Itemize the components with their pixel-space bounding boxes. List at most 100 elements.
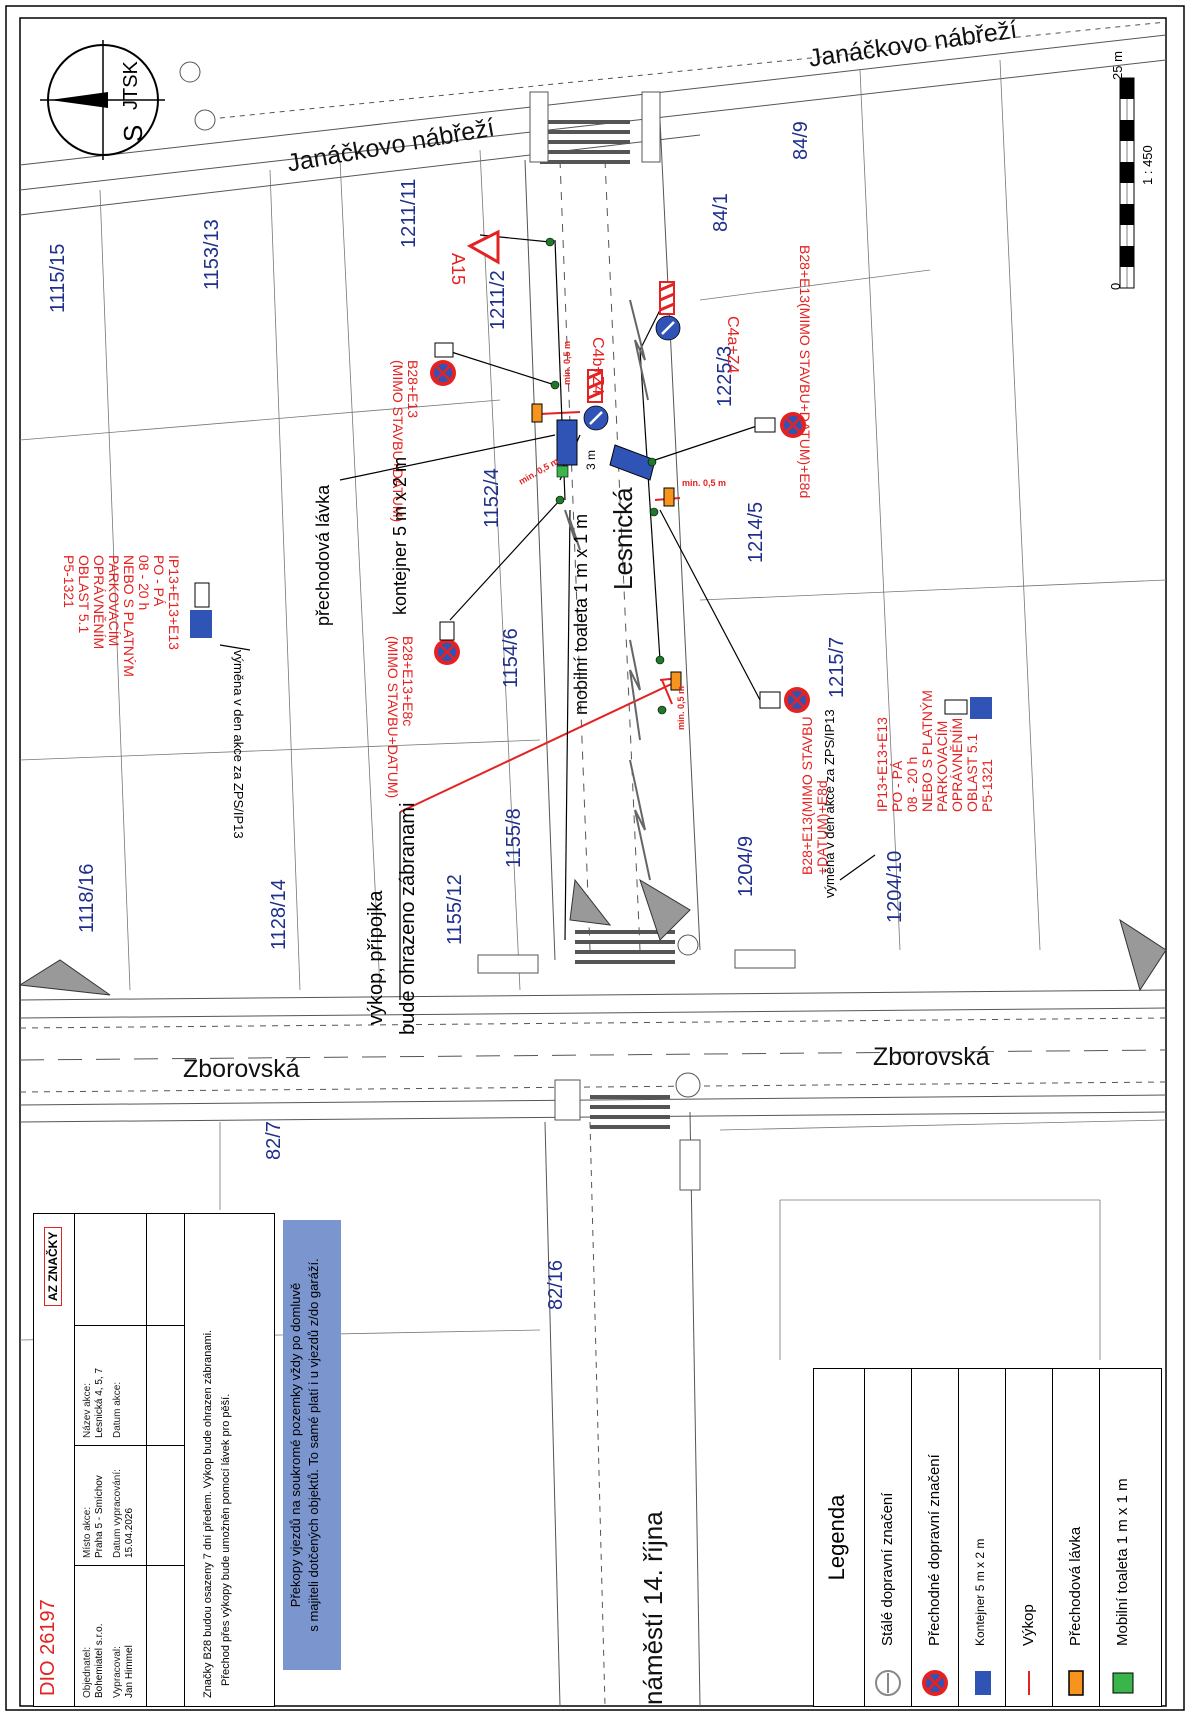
parcel-label: 1204/10 [884,850,906,923]
note-line-2: Přechod přes výkopy bude umožněn pomocí … [220,1393,232,1686]
vymena-right-label: výměna v den akce za ZPS/IP13 [822,709,837,898]
sign-posts [545,237,667,715]
temporary-sign-icon [922,1670,948,1696]
temporary-sign-b28-top [430,360,456,386]
hatched-islands [18,878,1167,996]
legend-item: Přechodné dopravní značení [911,1369,959,1706]
direction-sign-c4a [655,315,681,341]
az-znacky-logo: AZ ZNAČKY [44,1226,62,1306]
legend-item: Kontejner 5 m x 2 m [958,1369,1006,1706]
vypracoval-heading: Vypracoval: [112,1646,123,1698]
footbridges [531,403,682,691]
footbridge-icon [1068,1670,1084,1696]
min-dist-label: min. 0,5 m [682,478,727,488]
scale-top-label: 25 m [1110,51,1125,80]
temporary-sign-b28-mid [434,639,460,665]
scale-ratio: 1 : 450 [1140,145,1155,185]
temporary-sign-b28-bottom [784,687,810,713]
ip13-right-label: IP13+E13+E13 PO - PÁ 08 - 20 h NEBO S PL… [874,690,995,812]
compass-system: JTSK [120,61,142,110]
parcel-label: 1204/9 [735,835,757,897]
sign-plates [434,342,781,709]
mobile-toilet-icon [1112,1672,1134,1694]
excavation-icon [1028,1671,1030,1695]
parcel-label: 1155/12 [444,874,466,945]
nazev-value: Lesnická 4, 5, 7 [94,1367,105,1438]
container-5x2 [556,419,656,481]
c4b-z4-label: C4b+Z4 [589,337,606,395]
legend-item: Výkop [1005,1369,1053,1706]
parcel-label: 82/7 [263,1121,285,1160]
namesti-street [544,1111,701,1707]
parcel-label: 1118/16 [76,863,98,933]
ip13-left-label: IP13+E13+E13 PO - PÁ 08 - 20 h NEBO S PL… [61,555,182,677]
parcel-label: 1214/5 [745,501,767,563]
leader-lines [219,234,876,1000]
legend-item: Přechodová lávka [1052,1369,1100,1706]
lesnicka-street [524,119,701,961]
mobile-toilet [556,465,569,478]
z4-barriers [587,281,675,403]
compass-rose [40,40,165,160]
parcel-label: 1128/14 [268,879,290,950]
parcel-label: 1211/2 [487,270,509,330]
street-namesti: náměstí 14. října [638,1511,668,1705]
legend-item: Stálé dopravní značení [864,1369,912,1706]
parcel-label: 1215/7 [826,636,848,698]
min-dist-label: min. 0,5 m [676,685,686,730]
scale-bottom-label: 0 [1108,282,1123,290]
vykop-label-1: výkop, přípojka [365,890,387,1025]
street-zborovska-1: Zborovská [183,1055,300,1083]
c4a-z4-label: C4a+Z4 [724,316,741,374]
dio-title: DIO 26197 [37,1599,59,1696]
nazev-heading: Název akce: [82,1382,93,1438]
note-line-1: Značky B28 budou osazeny 7 dní předem. V… [202,1329,214,1698]
parcel-label: 84/1 [710,193,732,232]
blue-note-line-2: s majiteli dotčených objektů. To samé pl… [306,1258,321,1632]
datum-vyp-value: 15.04.2026 [124,1507,135,1558]
compass-letter: S [118,124,148,142]
permission-note-box: Překopy vjezdů na soukromé pozemky vždy … [283,1220,341,1670]
parcel-label: 82/16 [545,1259,567,1310]
legend-item: Mobilní toaleta 1 m x 1 m [1099,1369,1147,1706]
vykop-label-2: bude ohrazeno zábranami [397,802,419,1035]
vymena-left-label: výměna v den akce za ZPS/IP13 [231,650,246,839]
legend-title: Legenda [824,1494,849,1581]
permanent-signs [179,61,796,1191]
janackovo-street [19,21,1167,216]
mobilni-toaleta-label: mobilní toaleta 1 m x 1 m [571,513,591,715]
parking-sign-left [190,582,212,638]
parcel-label: 1153/13 [201,219,223,290]
parcel-label: 84/9 [790,121,812,160]
scale-bar [1119,77,1135,289]
a15-sign [466,229,500,265]
min-dist-label: min. 0,5 m [562,340,572,385]
three-m-label: 3 m [584,449,598,470]
blue-note-line-1: Překopy vjezdů na soukromé pozemky vždy … [288,1282,303,1608]
direction-sign-c4b [583,405,609,431]
crosswalks [540,120,675,1129]
container-icon [975,1671,991,1695]
vypracoval-value: Jan Himmel [124,1645,135,1698]
b28-top-label: B28+E13(MIMO STAVBU+DATUM)+E8d [797,245,813,499]
parcel-label: 1154/6 [500,628,522,688]
permanent-sign-icon [875,1670,901,1696]
objednatel-value: Bohemiatel s.r.o. [94,1623,105,1698]
parcel-label: 1211/11 [398,178,420,248]
parcel-label: 1155/8 [503,808,525,868]
objednatel-heading: Objednatel: [82,1646,93,1698]
parcel-label: 1115/15 [47,243,69,313]
a15-label: A15 [448,253,468,286]
datum-akce-heading: Datum akce: [112,1381,123,1438]
prechodova-lavka-label: přechodová lávka [313,484,333,626]
temporary-sign-b28-right [780,412,806,438]
b28-e8c-label: B28+E13+E8c (MIMO STAVBU+DATUM) [385,636,416,799]
parcel-label: 1152/4 [481,468,503,528]
street-zborovska-2: Zborovská [873,1043,990,1071]
datum-vyp-heading: Datum vypracování: [112,1469,123,1558]
railings [564,299,651,881]
parking-sign-right [944,697,992,719]
misto-value: Praha 5 - Smíchov [94,1475,105,1558]
legend: Legenda Stálé dopravní značení Přechodné… [813,1368,1162,1707]
